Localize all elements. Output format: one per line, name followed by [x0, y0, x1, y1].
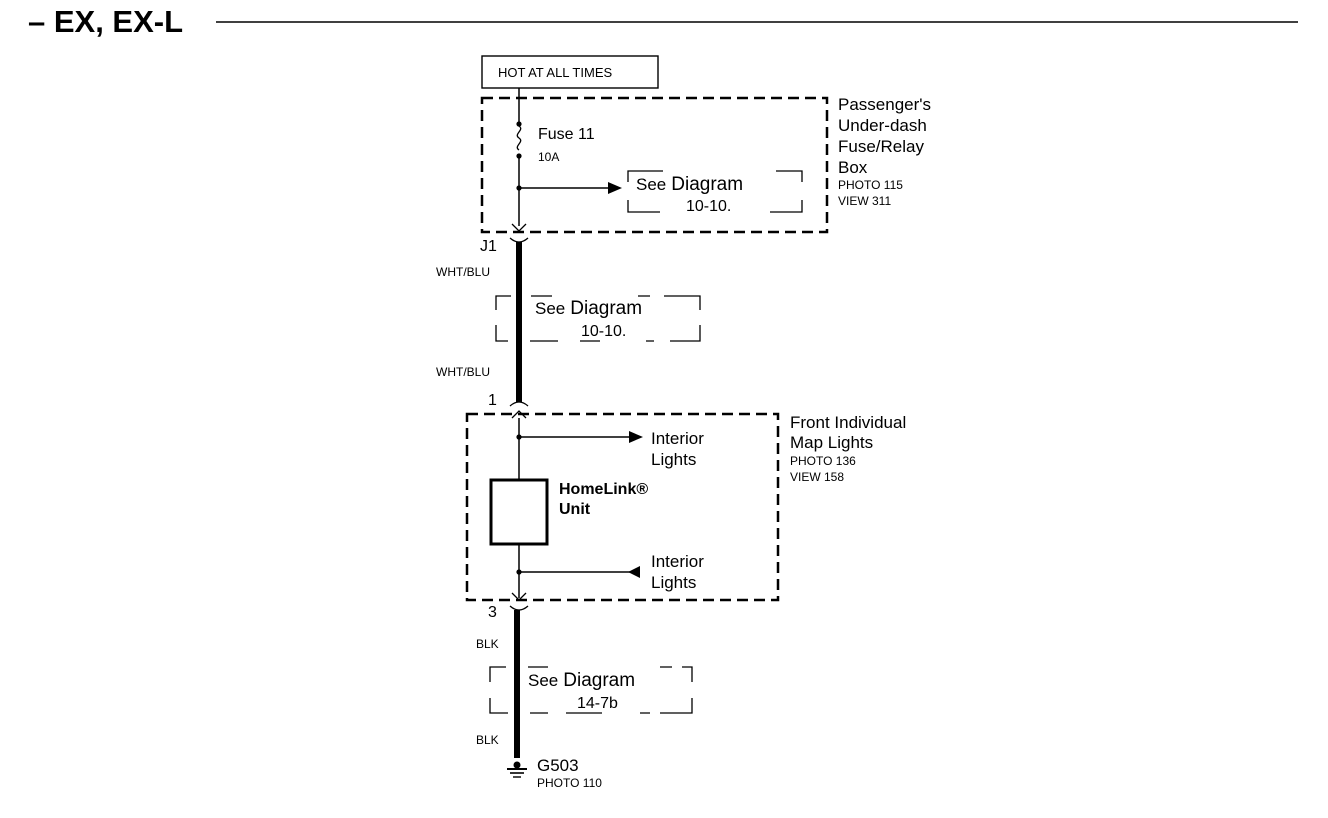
- see-diagram-mid-ref: 10-10.: [581, 323, 626, 340]
- fuse-box-name: Passenger's Under-dash Fuse/Relay Box: [838, 95, 931, 177]
- map-lights-name-1: Front Individual: [790, 413, 906, 432]
- connector-pin-1-label: 1: [488, 392, 497, 409]
- connector-j1-label: J1: [480, 238, 497, 255]
- wire-label-upper-1: WHT/BLU: [436, 265, 490, 279]
- homelink-unit-box: [489, 478, 549, 546]
- homelink-label-1: HomeLink®: [559, 481, 648, 498]
- fuse-11-symbol: [516, 100, 522, 226]
- ground-photo: PHOTO 110: [537, 776, 602, 790]
- svg-text:Fuse/Relay: Fuse/Relay: [838, 137, 924, 156]
- fuse-rating: 10A: [538, 150, 559, 164]
- page-title: – EX, EX-L: [28, 4, 183, 39]
- arrow-right-icon: [629, 431, 643, 443]
- wire-label-lower-2: BLK: [476, 733, 499, 747]
- connector-pin-3-label: 3: [488, 604, 497, 621]
- ground-icon: [507, 761, 527, 778]
- fuse-box-photo: PHOTO 115: [838, 178, 903, 192]
- arrow-right-icon: [608, 182, 622, 194]
- ground-name: G503: [537, 756, 579, 775]
- see-diagram-bracket-mid: [495, 295, 701, 342]
- svg-text:Passenger's: Passenger's: [838, 95, 931, 114]
- map-lights-name-2: Map Lights: [790, 433, 873, 452]
- interior-lights-bottom-2: Lights: [651, 573, 696, 592]
- fuse-box-view: VIEW 311: [838, 194, 891, 208]
- see-diagram-bracket-low: [489, 666, 693, 714]
- map-lights-view: VIEW 158: [790, 470, 844, 484]
- interior-lights-top-1: Interior: [651, 429, 704, 448]
- power-source-box: [481, 55, 659, 89]
- see-diagram-top-ref: 10-10.: [686, 198, 731, 215]
- fuse-label: Fuse 11: [538, 126, 595, 143]
- power-source-label: HOT AT ALL TIMES: [498, 65, 612, 80]
- connector-pin-1-symbol: [509, 401, 529, 419]
- see-diagram-low-ref: 14-7b: [577, 695, 618, 712]
- homelink-label-2: Unit: [559, 501, 591, 518]
- wire-label-upper-2: WHT/BLU: [436, 365, 490, 379]
- interior-lights-bottom-1: Interior: [651, 552, 704, 571]
- svg-text:Under-dash: Under-dash: [838, 116, 927, 135]
- map-lights-photo: PHOTO 136: [790, 454, 856, 468]
- svg-text:Box: Box: [838, 158, 868, 177]
- see-diagram-bracket-top: [627, 170, 803, 213]
- wire-label-lower-1: BLK: [476, 637, 499, 651]
- fuse-relay-box-outline: [480, 96, 829, 234]
- map-lights-box-outline: [465, 412, 780, 602]
- interior-lights-top-2: Lights: [651, 450, 696, 469]
- arrow-left-icon: [628, 566, 640, 578]
